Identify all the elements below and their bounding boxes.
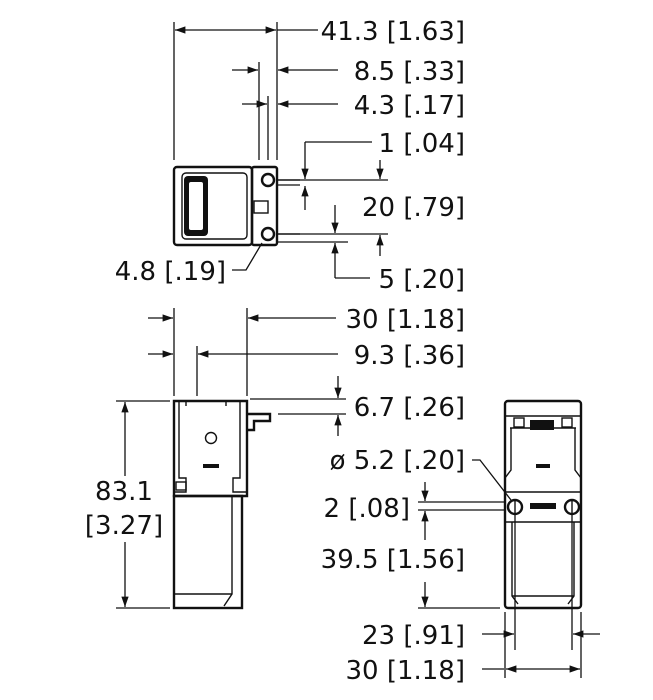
dim-hole-edge: 5 [.20] xyxy=(379,265,465,295)
dim-height-mm: 83.1 xyxy=(95,477,153,507)
dim-hole-diameter: ø 5.2 [.20] xyxy=(330,446,465,476)
dim-side-width: 30 [1.18] xyxy=(345,305,465,335)
dim-hole-offset: 4.8 [.19] xyxy=(115,257,226,287)
dim-gap: 1 [.04] xyxy=(379,129,465,159)
dim-side-offset: 9.3 [.36] xyxy=(354,341,465,371)
dim-hole-spacing: 20 [.79] xyxy=(362,193,465,223)
dim-tab: 6.7 [.26] xyxy=(354,393,465,423)
dim-hole-pitch: 23 [.91] xyxy=(362,621,465,651)
dim-top-width: 41.3 [1.63] xyxy=(321,17,465,47)
dim-hole-height: 39.5 [1.56] xyxy=(321,545,465,575)
dim-height-in: [3.27] xyxy=(85,511,163,541)
side-view: 30 [1.18] 9.3 [.36] 6.7 [.26] 83.1 [3.27… xyxy=(85,305,465,610)
dim-flange: 8.5 [.33] xyxy=(354,57,465,87)
top-view: 41.3 [1.63] 8.5 [.33] 4.3 [.17] 1 [.04] … xyxy=(115,17,465,295)
dim-flange-inner: 4.3 [.17] xyxy=(354,91,465,121)
front-view: ø 5.2 [.20] 2 [.08] 39.5 [1.56] 23 [.91]… xyxy=(321,399,600,686)
dim-slot: 2 [.08] xyxy=(324,494,410,524)
dim-front-width: 30 [1.18] xyxy=(345,656,465,686)
